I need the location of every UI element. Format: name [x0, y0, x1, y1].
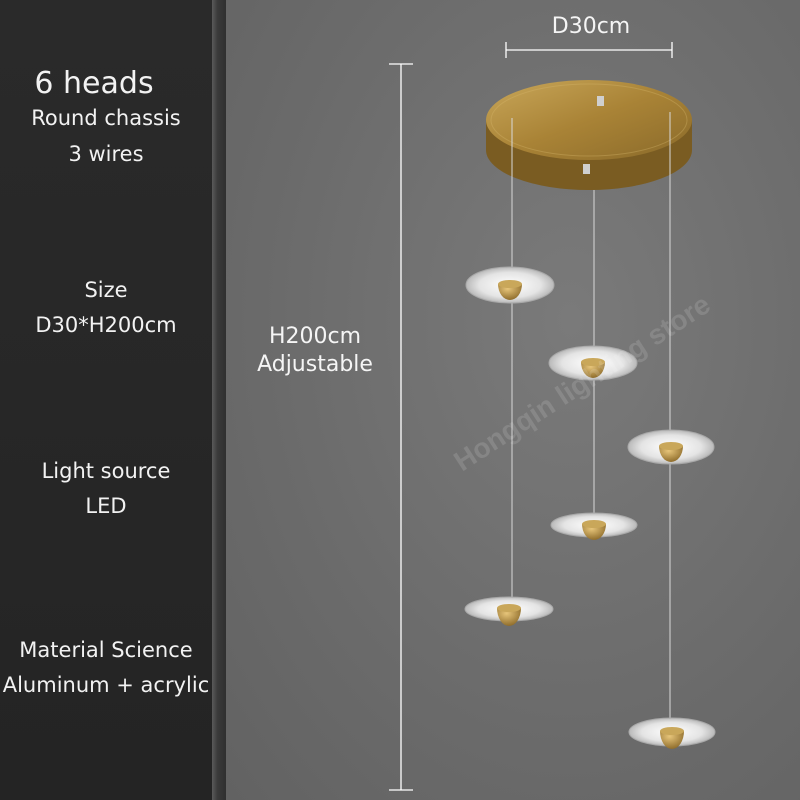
height-dimension	[389, 63, 413, 791]
pendant-head	[628, 717, 716, 749]
pendant-head	[464, 596, 554, 626]
height-label: H200cm	[268, 324, 362, 349]
diameter-dimension	[505, 42, 673, 58]
heads-count: 6 heads	[34, 66, 154, 101]
material-label: Material Science	[19, 638, 193, 662]
size-value: D30*H200cm	[35, 313, 177, 337]
spec-sidebar: 6 heads Round chassis 3 wires Size D30*H…	[0, 0, 212, 800]
light-source-label: Light source	[41, 459, 171, 483]
pendant-head	[465, 266, 555, 304]
height-adjustable-note: Adjustable	[257, 352, 373, 377]
diameter-label: D30cm	[551, 14, 631, 39]
pendant-head	[550, 512, 638, 540]
light-source-value: LED	[85, 494, 127, 518]
ceiling-canopy	[486, 80, 692, 190]
chassis-type: Round chassis	[31, 106, 181, 130]
pendant-head	[548, 345, 638, 381]
material-value: Aluminum + acrylic	[2, 673, 210, 697]
wire-count: 3 wires	[68, 142, 144, 166]
sidebar-divider	[212, 0, 226, 800]
size-label: Size	[84, 278, 128, 302]
pendant-head	[627, 429, 715, 465]
